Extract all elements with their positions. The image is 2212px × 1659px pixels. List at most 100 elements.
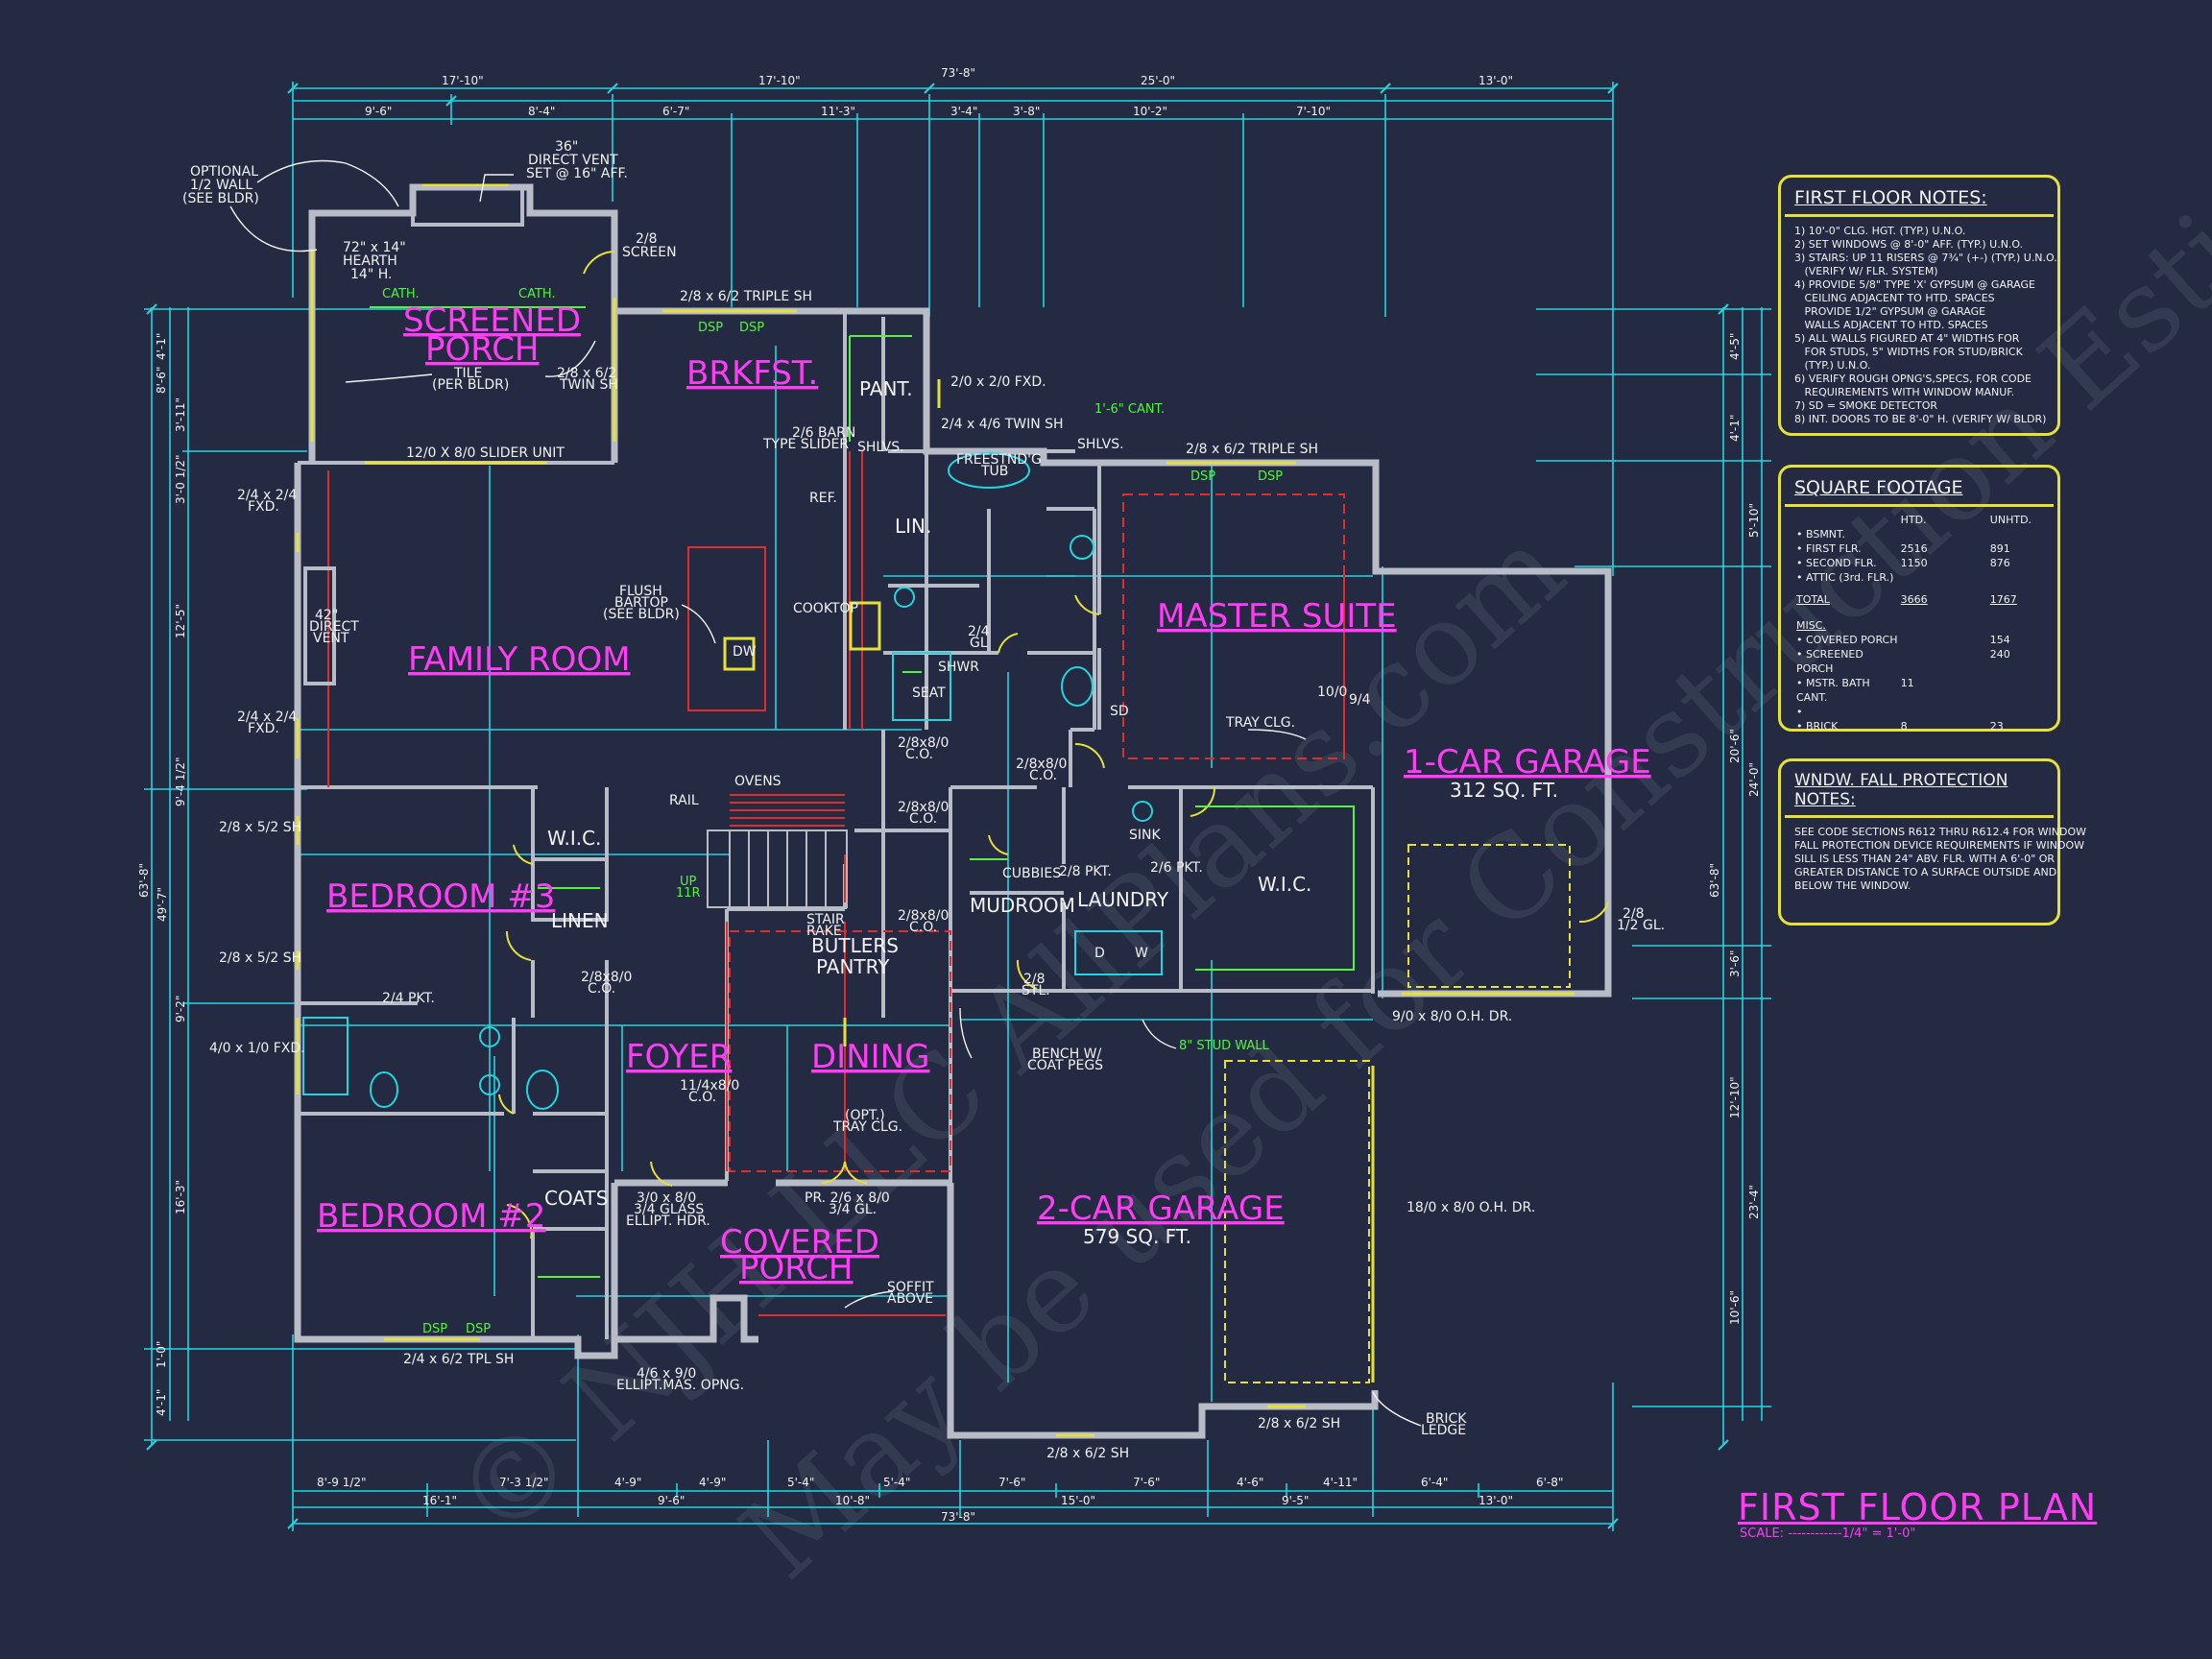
note-dsp-4: DSP (1258, 469, 1283, 484)
dim-right-9: 10'-6" (1728, 1290, 1742, 1325)
room-wic1: W.I.C. (547, 827, 601, 850)
note-co-b-1: 2/8x8/0 (1016, 757, 1067, 772)
room-mudroom: MUDROOM (970, 894, 1075, 917)
room-coats: COATS (544, 1187, 608, 1210)
note-sh-bed-a: 2/8 x 5/2 SH (219, 820, 301, 835)
sq-row-unhtd: 876 (1989, 557, 2010, 569)
sq-row-htd (1901, 527, 1990, 541)
note-barn-1: 2/6 BARN (792, 425, 855, 441)
stair-run (707, 830, 848, 908)
sq-row-name: • SECOND FLR. (1796, 557, 1877, 569)
sq-col-htd: HTD. (1900, 514, 1927, 526)
note-tpl-sh: 2/4 x 6/2 TPL SH (403, 1352, 514, 1367)
note-opt-tray-1: (OPT.) (845, 1108, 885, 1123)
dim-right-2: 4'-1" (1728, 415, 1742, 442)
dim-left-6: 9'-4 1/2" (174, 757, 187, 806)
note-dv42-3: VENT (313, 631, 349, 646)
sq-total-htd: 3666 (1900, 593, 1928, 606)
dim-right-5: 24'-0" (1747, 762, 1761, 797)
dim-bot-3: 4'-9" (614, 1476, 641, 1489)
room-family-room: FAMILY ROOM (408, 640, 631, 679)
dim-bot-12: 6'-8" (1536, 1476, 1563, 1489)
dim-top-l2-7: 10'-2" (1133, 105, 1167, 118)
note-shlvs-2: SHLVS. (1077, 437, 1124, 452)
room-dining: DINING (811, 1038, 929, 1076)
sq-misc-htd: 11 (1900, 677, 1914, 689)
dim-left-8: 16'-3" (174, 1180, 187, 1214)
exterior-walls (294, 183, 1612, 1439)
note-sh-bed-b: 2/8 x 5/2 SH (219, 950, 301, 966)
note-gl-24-2: GL (970, 636, 988, 651)
window-note-line: SILL IS LESS THAN 24" ABV. FLR. WITH A 6… (1794, 853, 2056, 865)
square-footage-panel: SQUARE FOOTAGE HTD.UNHTD. • BSMNT. • FIR… (1778, 465, 2060, 733)
first-floor-notes-panel: FIRST FLOOR NOTES: 1) 10'-0" CLG. HGT. (… (1778, 175, 2060, 436)
dim-right-8: 23'-4" (1747, 1185, 1761, 1219)
room-linen: LINEN (551, 909, 609, 932)
note-dv36-1: 36" (555, 139, 578, 155)
note-pkt-c: 2/4 PKT. (382, 991, 435, 1006)
dim-left-1: 4'-1" (155, 333, 168, 360)
sq-misc-unhtd: 240 (1989, 648, 2010, 661)
dim-left-9: 1'-0" (155, 1341, 168, 1368)
first-floor-note: 6) VERIFY ROUGH OPNG'S,SPECS, FOR CODE (1794, 373, 2032, 385)
sq-misc-htd (1901, 705, 1990, 719)
dim-left-4: 3'-0 1/2" (174, 454, 187, 504)
window-note-line: SEE CODE SECTIONS R612 THRU R612.4 FOR W… (1794, 826, 2087, 838)
dim-right-10: 63'-8" (1708, 863, 1721, 898)
window-note-line: BELOW THE WINDOW. (1794, 879, 1911, 892)
room-covered-porch-2: PORCH (739, 1249, 854, 1287)
sq-row-htd (1901, 570, 1990, 585)
first-floor-notes-list: 1) 10'-0" CLG. HGT. (TYP.) U.N.O. 2) SET… (1781, 225, 2057, 426)
sq-misc-htd (1901, 647, 1990, 676)
annotations: OPTIONAL 1/2 WALL (SEE BLDR) 36" DIRECT … (182, 139, 1665, 1461)
dim-left-10: 4'-1" (155, 1389, 168, 1416)
dim-top-1: 17'-10" (442, 74, 484, 87)
note-hearth-1: 72" x 14" (343, 240, 406, 255)
note-soffit-2: ABOVE (887, 1291, 933, 1307)
note-cooktop: COOKTOP (793, 601, 858, 616)
note-co-a-2: C.O. (905, 747, 933, 762)
room-screened-porch-1: SCREENED (403, 301, 581, 340)
note-mas-opng-2: ELLIPT.MAS. OPNG. (616, 1378, 744, 1393)
first-floor-notes-divider (1785, 214, 2054, 217)
note-dv36-2: DIRECT VENT (528, 153, 618, 168)
note-brick-ledge-1: BRICK (1426, 1411, 1467, 1427)
sq-row-name: • ATTIC (3rd. FLR.) (1796, 571, 1894, 584)
sq-misc-unhtd: 23 (1989, 720, 2004, 733)
note-pr-door-1: PR. 2/6 x 8/0 (805, 1190, 890, 1206)
note-dv36-3: SET @ 16" AFF. (526, 166, 628, 181)
note-tray-clg: TRAY CLG. (1225, 715, 1295, 731)
sq-misc-label-text: MISC. (1796, 619, 1826, 632)
dim-top-l2-2: 8'-4" (528, 105, 555, 118)
sq-misc-unhtd: 154 (1989, 634, 2010, 646)
sq-col-unhtd: UNHTD. (1989, 514, 2032, 526)
note-pkt-b: 2/6 PKT. (1150, 860, 1203, 876)
sq-row-htd: 1150 (1900, 557, 1928, 569)
note-stud-wall: 8" STUD WALL (1179, 1039, 1270, 1053)
room-screened-porch-2: PORCH (425, 330, 540, 369)
note-dw: DW (733, 644, 757, 660)
dim-bot-11: 6'-4" (1421, 1476, 1448, 1489)
note-glass-door-1: 3/0 x 8/0 (637, 1190, 696, 1206)
dim-left-5: 12'-5" (174, 604, 187, 638)
note-cath-2: CATH. (518, 287, 556, 301)
note-stl-2: STL. (1022, 983, 1050, 998)
dim-bot-l2-3: 10'-8" (835, 1494, 870, 1507)
dim-bot-4: 4'-9" (699, 1476, 726, 1489)
note-dsp-3: DSP (1190, 469, 1215, 484)
plan-title: FIRST FLOOR PLAN (1738, 1486, 2098, 1528)
dim-bot-7: 7'-6" (998, 1476, 1025, 1489)
first-floor-note: 4) PROVIDE 5/8" TYPE 'X' GYPSUM @ GARAGE (1794, 278, 2035, 291)
note-twinsh-2: TWIN SH (559, 377, 618, 393)
window-note-line: FALL PROTECTION DEVICE REQUIREMENTS IF W… (1794, 839, 2084, 852)
room-bedroom2: BEDROOM #2 (317, 1197, 545, 1236)
note-fxd-a-1: 2/4 x 2/4 (237, 488, 297, 503)
dim-bot-5: 5'-4" (787, 1476, 814, 1489)
dim-top-l2-4: 11'-3" (821, 105, 855, 118)
dim-bot-6: 5'-4" (883, 1476, 910, 1489)
dim-bot-9: 4'-6" (1237, 1476, 1263, 1489)
sq-misc-label: MISC. (1796, 618, 2046, 633)
note-gl28-1: 2/8 (1623, 906, 1645, 922)
note-co-b-2: C.O. (1029, 768, 1057, 783)
dim-bot-total: 73'-8" (941, 1510, 975, 1524)
